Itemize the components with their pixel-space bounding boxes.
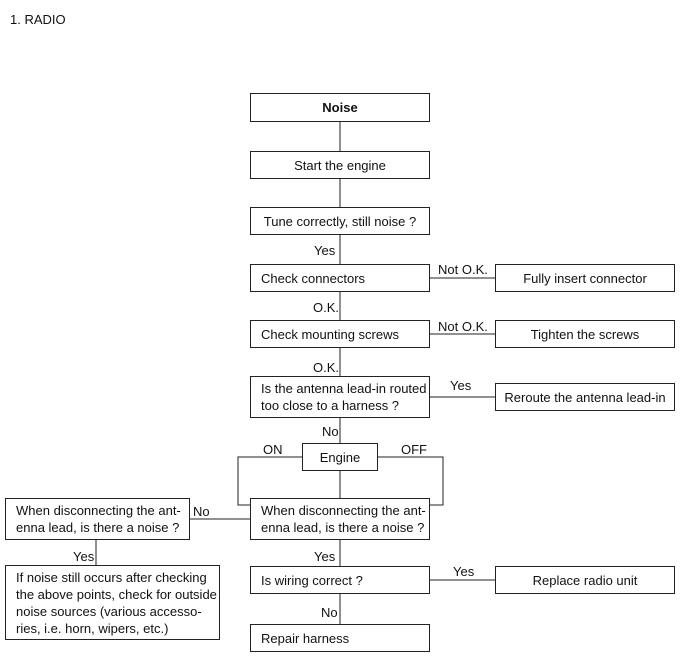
connector-engine-on xyxy=(237,456,302,506)
connector-engine-off xyxy=(378,456,444,506)
replace-radio-box: Replace radio unit xyxy=(495,566,675,594)
no-label-wiring: No xyxy=(321,605,338,620)
on-label-engine: ON xyxy=(263,442,283,457)
check-connectors-box: Check connectors xyxy=(250,264,430,292)
ok-label-screws: O.K. xyxy=(313,360,340,375)
yes-label-antenna: Yes xyxy=(450,378,472,393)
reroute-antenna-box: Reroute the antenna lead-in xyxy=(495,383,675,411)
yes-label-wiring: Yes xyxy=(453,564,475,579)
disconnect-left-box: When disconnecting the ant- enna lead, i… xyxy=(5,498,190,540)
no-label-disconnect: No xyxy=(193,504,210,519)
yes-label-tune: Yes xyxy=(314,243,336,258)
yes-label-left: Yes xyxy=(73,549,95,564)
wiring-correct-box: Is wiring correct ? xyxy=(250,566,430,594)
start-engine-box: Start the engine xyxy=(250,151,430,179)
engine-box: Engine xyxy=(302,443,378,471)
insert-connector-box: Fully insert connector xyxy=(495,264,675,292)
not-ok-label-connectors: Not O.K. xyxy=(438,262,488,277)
repair-harness-box: Repair harness xyxy=(250,624,430,652)
disconnect-center-box: When disconnecting the ant- enna lead, i… xyxy=(250,498,430,540)
antenna-routed-box: Is the antenna lead-in routed too close … xyxy=(250,376,430,418)
tune-box: Tune correctly, still noise ? xyxy=(250,207,430,235)
tighten-screws-box: Tighten the screws xyxy=(495,320,675,348)
not-ok-label-screws: Not O.K. xyxy=(438,319,488,334)
page-heading: 1. RADIO xyxy=(10,12,66,27)
outside-noise-box: If noise still occurs after checking the… xyxy=(5,565,220,640)
no-label-antenna: No xyxy=(322,424,339,439)
noise-box: Noise xyxy=(250,93,430,122)
off-label-engine: OFF xyxy=(401,442,427,457)
check-screws-box: Check mounting screws xyxy=(250,320,430,348)
yes-label-disconnect: Yes xyxy=(314,549,336,564)
ok-label-connectors: O.K. xyxy=(313,300,340,315)
